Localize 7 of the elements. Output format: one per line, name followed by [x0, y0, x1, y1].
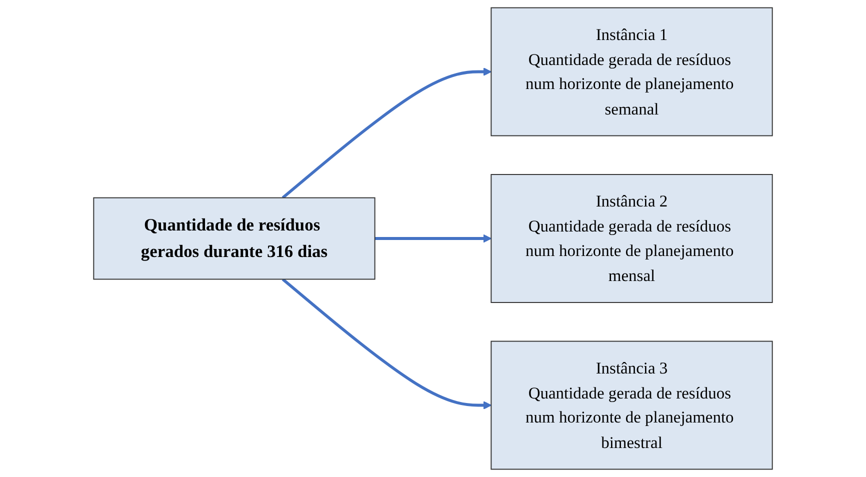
node-box: Instância 1 Quantidade gerada de resíduos num horizonte de planejamento semanal — [490, 7, 773, 136]
arrow — [282, 67, 492, 199]
node-box: Instância 3 Quantidade gerada de resíduos num horizonte de planejamento bimestral — [490, 340, 773, 470]
arrow — [374, 234, 492, 243]
node-box: Instância 2 Quantidade gerada de resíduos num horizonte de planejamento mensal — [490, 174, 773, 303]
node-box: Quantidade de resíduos gerados durante 316 dias — [93, 197, 376, 280]
arrow — [282, 278, 492, 410]
